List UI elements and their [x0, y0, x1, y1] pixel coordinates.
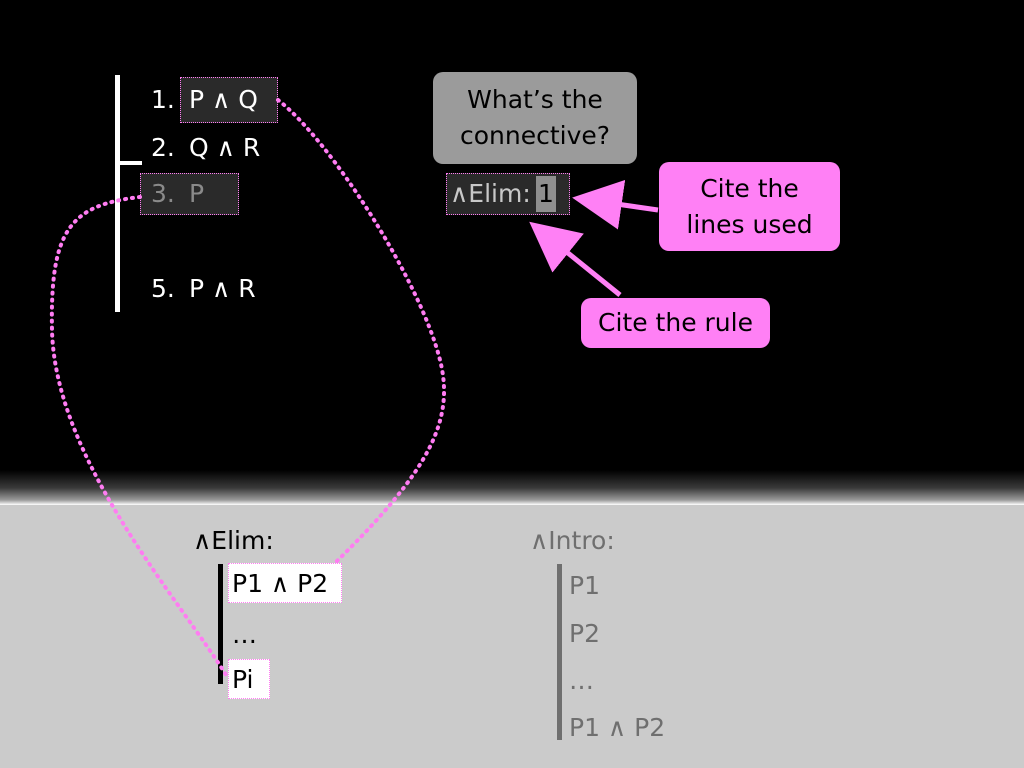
and-elim-conclusion: Pi	[232, 665, 254, 694]
cite-rule-bubble: Cite the rule	[581, 298, 770, 348]
conclusion-connector	[49, 195, 230, 680]
and-intro-line-3: …	[569, 666, 594, 695]
and-intro-title: ∧Intro:	[530, 526, 615, 555]
and-intro-line-4: P1 ∧ P2	[569, 713, 666, 742]
and-intro-line-1: P1	[569, 571, 600, 600]
and-elim-scope-bar	[218, 564, 223, 684]
proof-line-5-number: 5.	[151, 274, 175, 303]
proof-line-3-number: 3.	[151, 179, 175, 208]
premise-connector	[276, 98, 447, 565]
connective-bubble: What’s the connective?	[433, 72, 637, 164]
proof-line-1-formula: P ∧ Q	[189, 85, 258, 114]
proof-scope-bar	[115, 75, 120, 312]
and-intro-line-2: P2	[569, 619, 600, 648]
assumption-divider	[115, 161, 142, 165]
and-elim-ellipsis: …	[232, 620, 257, 649]
and-elim-conclusion-box[interactable]	[228, 659, 270, 699]
proof-line-2-formula: Q ∧ R	[189, 133, 261, 162]
proof-line-5-formula: P ∧ R	[189, 274, 256, 303]
cite-rule-arrow	[529, 221, 622, 297]
cite-lines-arrow	[572, 179, 659, 230]
rules-panel	[0, 505, 1024, 768]
and-elim-premise-box[interactable]	[228, 563, 342, 603]
and-elim-premise: P1 ∧ P2	[232, 569, 329, 598]
proof-line-1-number: 1.	[151, 85, 175, 114]
cite-lines-bubble: Cite the lines used	[659, 162, 840, 251]
and-intro-scope-bar	[557, 564, 562, 740]
proof-line-3-formula: P	[189, 179, 205, 208]
proof-line-2-number: 2.	[151, 133, 175, 162]
justification-line-ref[interactable]: 1	[536, 176, 556, 212]
line-3-highlight[interactable]	[140, 173, 239, 215]
justification-rule: ∧Elim:	[450, 179, 531, 208]
and-elim-title: ∧Elim:	[193, 526, 274, 555]
